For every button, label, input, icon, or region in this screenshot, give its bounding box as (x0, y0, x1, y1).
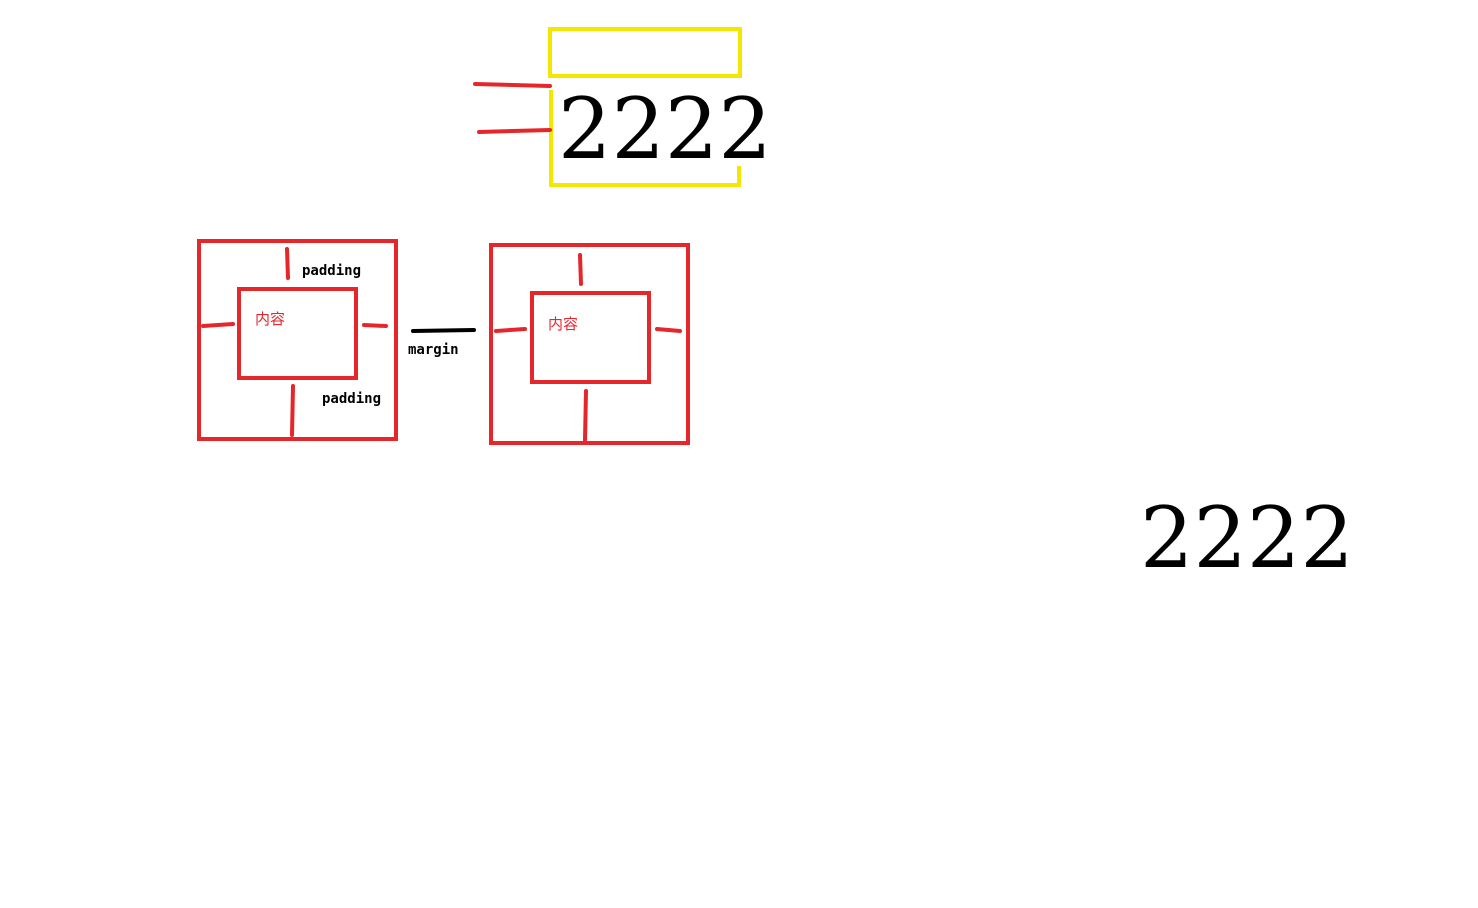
yellow-bracket (549, 90, 741, 187)
top-sample-number: 2222 (558, 80, 772, 178)
bottom-text-sample: 2222 (1140, 489, 1354, 587)
margin-gap: margin (408, 328, 476, 358)
left-box-diagram: 内容 padding padding (197, 239, 398, 441)
right-box-diagram: 内容 (489, 243, 690, 445)
red-marker-upper (473, 82, 552, 88)
left-content-label: 内容 (255, 310, 285, 328)
padding-top-label: padding (302, 263, 361, 279)
right-outer-border (489, 243, 690, 445)
yellow-top-box (548, 27, 742, 78)
right-tick-left (494, 327, 527, 333)
right-content-box (530, 291, 651, 384)
left-tick-bottom (290, 384, 295, 437)
margin-label: margin (408, 342, 459, 358)
right-tick-bottom (583, 389, 588, 442)
red-marker-lower (477, 128, 552, 134)
left-content-box (237, 287, 358, 380)
left-tick-top (285, 247, 290, 280)
right-tick-right (655, 327, 682, 333)
right-content-label: 内容 (548, 315, 578, 333)
margin-line (411, 328, 476, 333)
right-tick-top (578, 253, 583, 286)
left-outer-border (197, 239, 398, 441)
padding-bottom-label: padding (322, 391, 381, 407)
left-tick-right (362, 323, 388, 328)
bottom-sample-number: 2222 (1140, 489, 1354, 587)
top-text-sample: 2222 (473, 27, 772, 187)
left-tick-left (201, 322, 235, 328)
